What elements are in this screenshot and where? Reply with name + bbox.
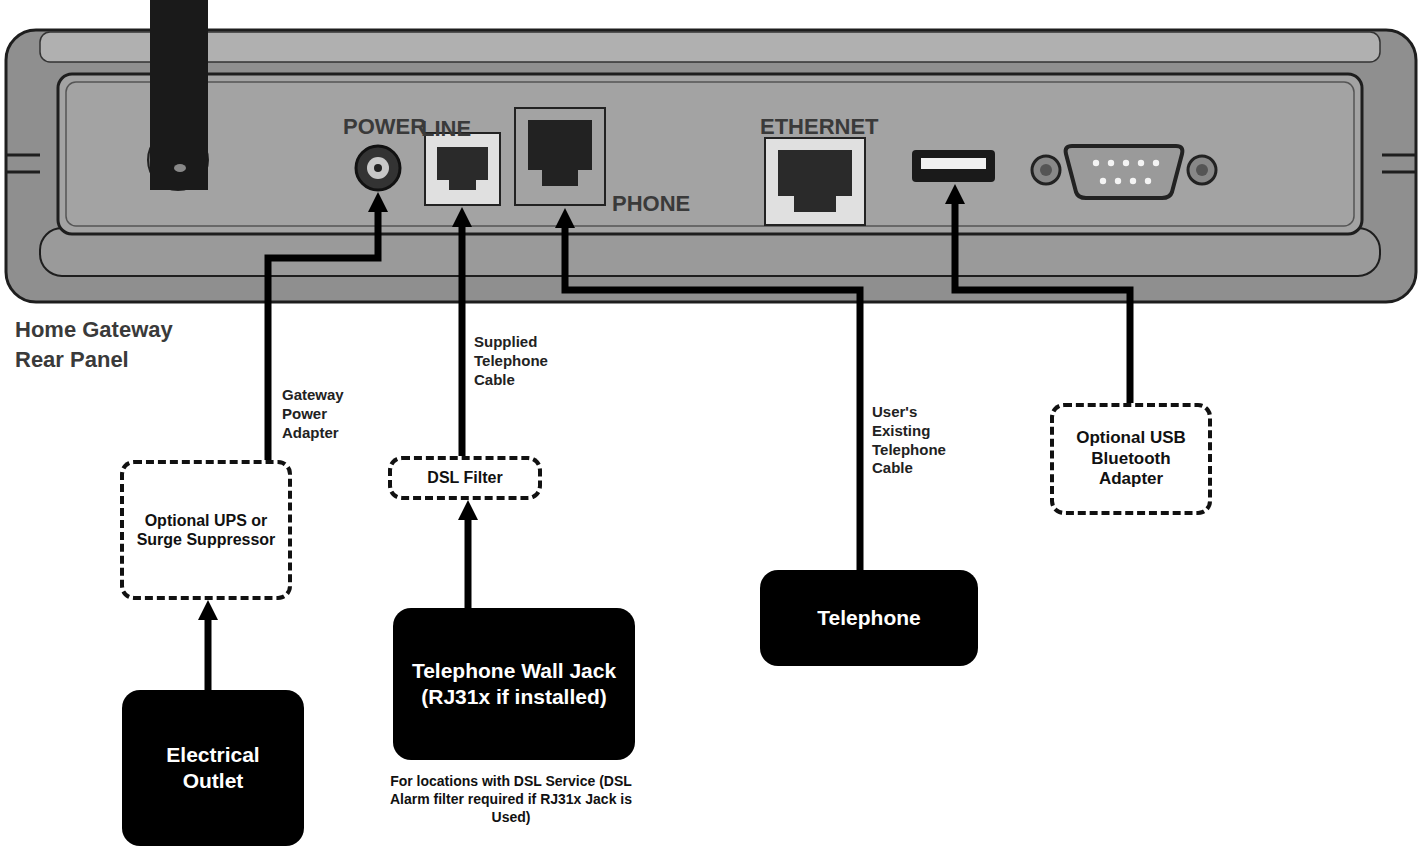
box-text: DSL Filter (427, 468, 502, 487)
cable-connector (565, 222, 860, 570)
optional-box: Optional UPS or Surge Suppressor (120, 460, 292, 600)
housing-notch (6, 171, 40, 174)
power-jack-pin (374, 164, 382, 172)
phone-port-frame (515, 108, 605, 205)
housing-notch (6, 154, 40, 157)
port-label: PHONE (612, 189, 690, 219)
box-text: Telephone Wall Jack (RJ31x if installed) (407, 658, 621, 711)
cable-label: Gateway Power Adapter (282, 386, 368, 442)
serial-pin (1093, 160, 1099, 166)
optional-box: DSL Filter (388, 456, 542, 500)
gateway-housing (6, 30, 1416, 302)
serial-pin (1138, 160, 1144, 166)
optional-box: Optional USB Bluetooth Adapter (1050, 403, 1212, 515)
serial-screw-hole (1196, 164, 1208, 176)
serial-screw (1188, 156, 1216, 184)
serial-pin (1108, 160, 1114, 166)
usb-port-tongue (921, 158, 986, 169)
power-jack (356, 146, 400, 190)
rear-panel-face (58, 74, 1362, 234)
box-text: Electrical Outlet (136, 742, 290, 795)
ethernet-port-opening (778, 150, 852, 212)
line-port-opening (437, 147, 488, 190)
line-port (425, 133, 500, 205)
phone-port: PHONE (512, 105, 608, 208)
usb-port (912, 150, 995, 182)
serial-pin (1100, 178, 1106, 184)
serial-pin (1145, 178, 1151, 184)
panel-title: Home Gateway Rear Panel (15, 315, 205, 374)
gateway-rear-panel: Home Gateway Rear PanelPOWERLINEPHONEETH… (0, 30, 1422, 305)
housing-notch (1382, 171, 1416, 174)
power-port: POWER (343, 112, 413, 192)
box-text: Optional USB Bluetooth Adapter (1076, 428, 1186, 489)
cable-connector (955, 198, 1130, 403)
line-port: LINE (421, 114, 505, 207)
box-text: Optional UPS or Surge Suppressor (136, 511, 276, 549)
phone-port-opening (528, 120, 592, 186)
box-text: Telephone (817, 605, 920, 631)
port-label: ETHERNET (760, 112, 879, 142)
cable-label: Supplied Telephone Cable (474, 333, 564, 389)
ethernet-port: ETHERNET (760, 112, 870, 228)
note-text: For locations with DSL Service (DSL Alar… (380, 772, 642, 827)
serial-pin (1130, 178, 1136, 184)
cable-connector (205, 614, 212, 690)
antenna-hinge (174, 164, 186, 172)
housing-top-band (40, 32, 1380, 62)
source-box: Telephone Wall Jack (RJ31x if installed) (393, 608, 635, 760)
cable-connector (268, 206, 378, 460)
serial-pin (1115, 178, 1121, 184)
housing-notch (1382, 154, 1416, 157)
cable-connector (465, 514, 472, 608)
antenna (150, 0, 208, 190)
serial-port (1066, 146, 1183, 198)
ethernet-port (765, 138, 865, 225)
serial-pins (1093, 160, 1159, 184)
power-jack-ring (367, 157, 389, 179)
cable-connector (459, 221, 466, 456)
port-label: POWER (343, 112, 426, 142)
device-box: Telephone (760, 570, 978, 666)
source-box: Electrical Outlet (122, 690, 304, 846)
serial-pin (1123, 160, 1129, 166)
port-label: LINE (421, 114, 471, 144)
rear-panel-inset (66, 82, 1354, 226)
serial-pin (1153, 160, 1159, 166)
cable-label: User's Existing Telephone Cable (872, 403, 962, 478)
serial-screw-hole (1040, 164, 1052, 176)
serial-screw (1032, 156, 1060, 184)
